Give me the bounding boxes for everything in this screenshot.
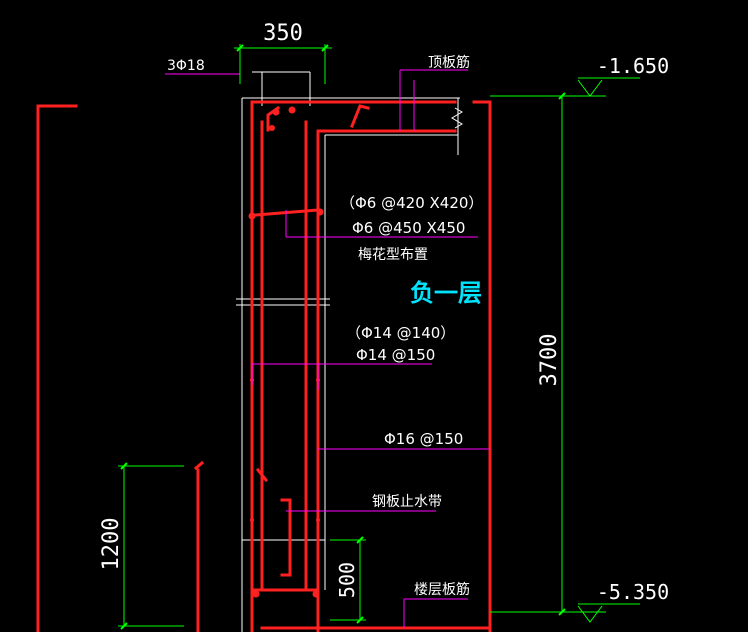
label-floor-slab-rebar: 楼层板筋 — [414, 581, 470, 598]
elevation-top: -1.650 — [597, 54, 669, 78]
rebar-dots — [248, 106, 324, 598]
dim-height-bottom: 500 — [335, 562, 359, 598]
dim-height-main: 3700 — [537, 334, 562, 387]
break-symbol — [451, 107, 463, 129]
label-tie-layout: 梅花型布置 — [358, 247, 428, 263]
dim-height-left: 1200 — [99, 518, 124, 571]
label-tie-main: Φ6 @450 X450 — [352, 219, 465, 237]
leader-lines — [165, 69, 490, 628]
dim-top-width: 350 — [263, 21, 303, 46]
label-horiz-alt: （Φ14 @140） — [346, 324, 455, 342]
label-vert-main: Φ16 @150 — [384, 430, 463, 448]
label-horiz-main: Φ14 @150 — [356, 346, 435, 364]
dimension-lines — [118, 44, 640, 627]
dimension-ticks — [120, 44, 566, 630]
elevation-bottom: -5.350 — [597, 580, 669, 604]
label-top-slab-rebar: 顶板筋 — [428, 54, 470, 71]
floor-name: 负一层 — [410, 279, 482, 307]
label-top-bar: 3Φ18 — [167, 58, 205, 74]
label-tie-alt: （Φ6 @420 X420） — [340, 194, 483, 212]
label-waterstop: 钢板止水带 — [372, 494, 442, 510]
